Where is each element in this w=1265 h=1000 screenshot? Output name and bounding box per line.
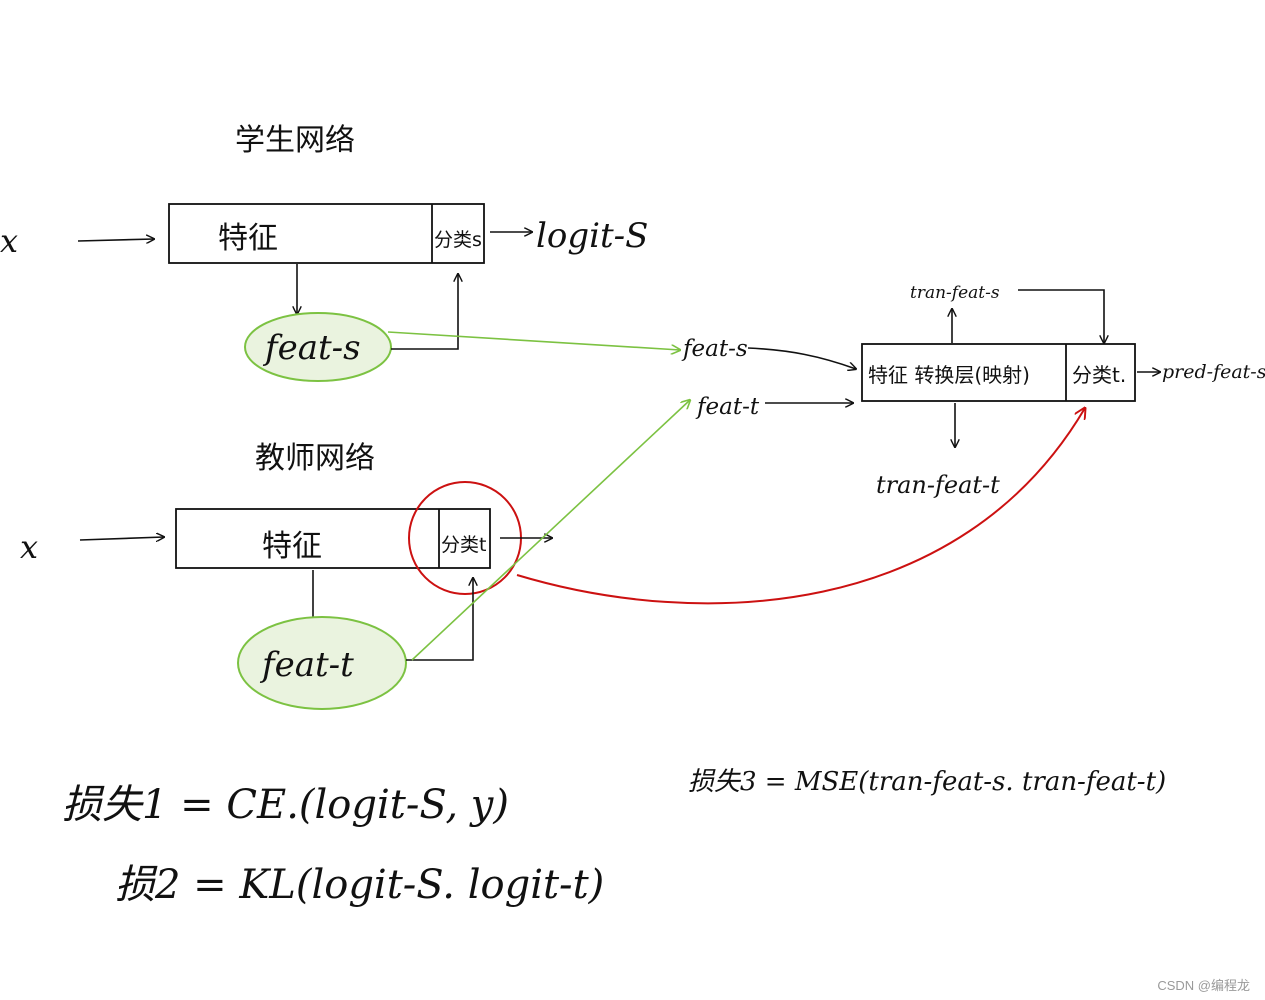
transform-out-top-label: tran-feat-s — [910, 283, 1000, 303]
loss-2: 损2 = KL(logit-S. logit-t) — [115, 862, 604, 908]
student-feat-green-arrow — [387, 331, 680, 350]
teacher-to-transform-classifier-red-arrow — [516, 408, 1085, 605]
student-feature-label: 特征 — [218, 221, 278, 256]
student-feat-label: feat-s — [262, 328, 361, 368]
teacher-classifier-label: 分类t — [441, 534, 486, 556]
teacher-feat-ellipse — [237, 616, 407, 710]
transform-block — [861, 343, 1136, 402]
student-classifier-label: 分类s — [434, 229, 482, 251]
teacher-input-label: x — [20, 528, 38, 566]
student-feat-ellipse — [244, 312, 392, 382]
teacher-network-title: 教师网络 — [255, 441, 375, 476]
transform-out-bottom-label: tran-feat-t — [876, 471, 1000, 499]
transform-in-s-arrow — [747, 347, 856, 369]
teacher-feat-green-arrow — [411, 400, 690, 661]
student-logit-label: logit-S — [536, 216, 648, 256]
transform-top-to-classifier-arrow — [1018, 289, 1104, 343]
loss-3: 损失3 = MSE(tran-feat-s. tran-feat-t) — [688, 767, 1166, 797]
student-feature-block — [168, 203, 485, 264]
transform-classifier-label: 分类t. — [1072, 363, 1126, 387]
transform-block-label: 特征 转换层(映射) — [868, 363, 1030, 387]
loss-1: 损失1 = CE.(logit-S, y) — [62, 782, 509, 828]
student-input-arrow — [77, 239, 154, 241]
student-feat-to-classifier-arrow — [391, 274, 458, 350]
student-input-label: x — [0, 222, 18, 260]
student-network-title: 学生网络 — [235, 123, 355, 158]
transform-pred-label: pred-feat-s — [1162, 361, 1265, 383]
teacher-feat-label: feat-t — [259, 645, 354, 685]
teacher-feat-to-classifier-arrow — [406, 578, 473, 661]
transform-input-feat-t: feat-t — [695, 394, 760, 420]
transform-input-feat-s: feat-s — [681, 336, 748, 362]
teacher-input-arrow — [79, 537, 164, 540]
teacher-feature-block — [175, 508, 491, 569]
watermark: CSDN @编程龙 — [1157, 978, 1250, 993]
teacher-feature-label: 特征 — [262, 529, 322, 564]
